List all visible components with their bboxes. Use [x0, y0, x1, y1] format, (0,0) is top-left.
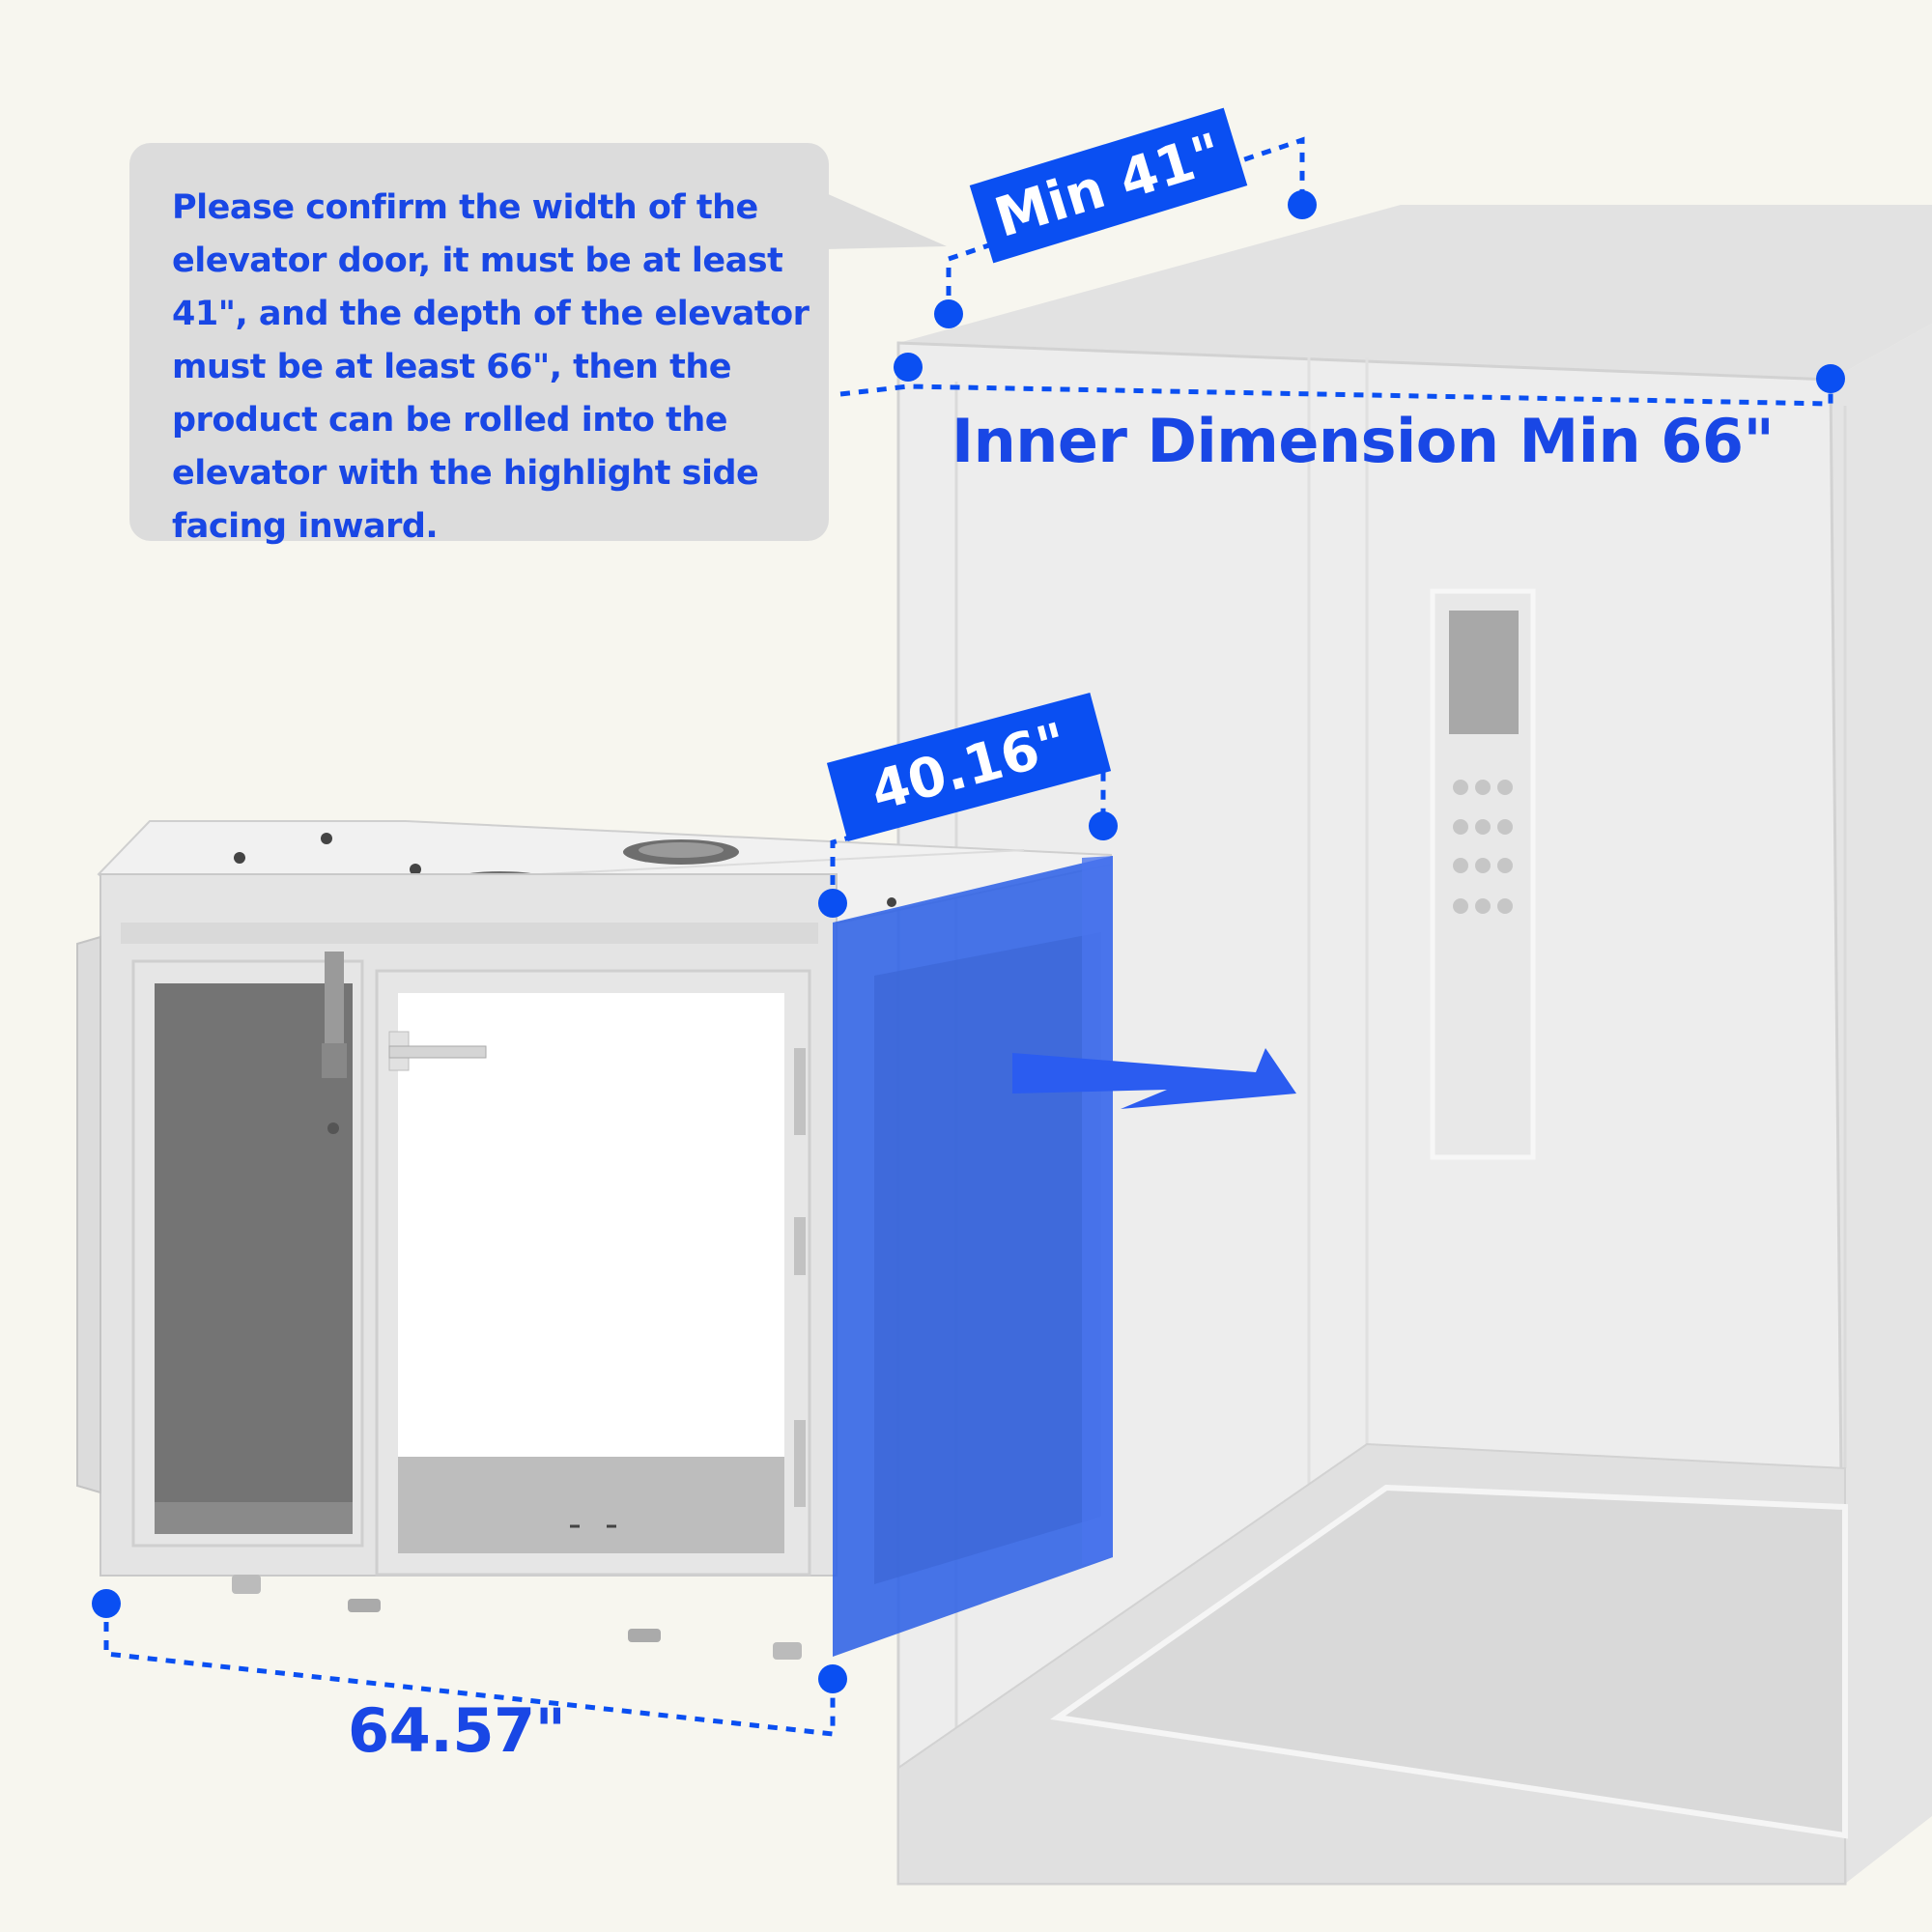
callout-text: Please confirm the width of the elevator… [172, 188, 810, 546]
product-width-dimension-line [103, 1604, 836, 1737]
dimension-dot [1288, 190, 1317, 219]
dimension-dot [1816, 364, 1845, 393]
elevator-illustration [896, 205, 1932, 1886]
dimension-dot [1089, 811, 1118, 840]
dimension-dot [894, 353, 923, 382]
dimension-dot [92, 1589, 121, 1618]
inner-depth-label: Inner Dimension Min 66" [952, 406, 1775, 476]
callout-pointer [826, 193, 947, 249]
arrow-right-icon [1012, 1048, 1296, 1109]
cabinet-illustration [76, 820, 1113, 1660]
info-callout [129, 143, 829, 541]
dimension-dot [818, 889, 847, 918]
product-depth-dimension-line [830, 761, 1106, 903]
product-width-label: 64.57" [348, 1695, 566, 1766]
dimension-dot [934, 299, 963, 328]
dimension-dot [818, 1664, 847, 1693]
